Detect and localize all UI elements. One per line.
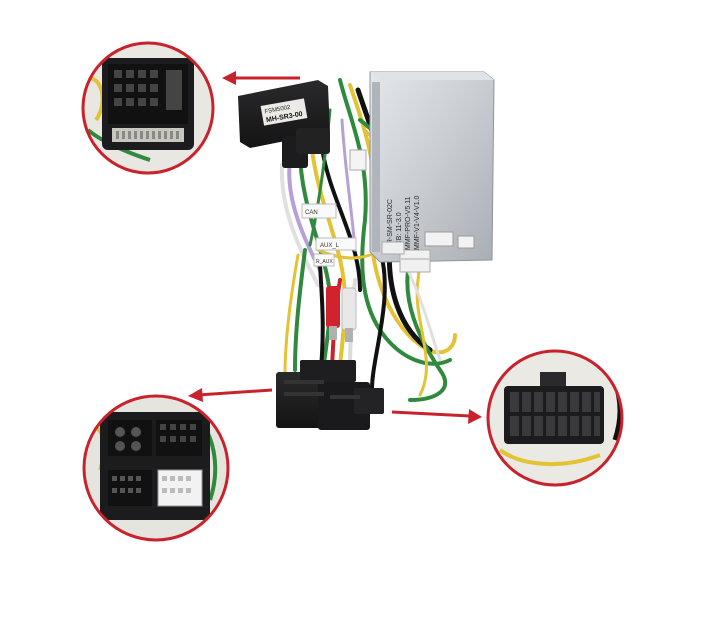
wire-tag-3: R_AUX (316, 259, 333, 265)
arrow-left-icon (188, 388, 273, 402)
zoom-circle-bottom-left (82, 394, 230, 542)
control-box-sticker-top: FSM5002 (264, 105, 291, 116)
module-label-line4: MMF-V1-V4-V1.0 (414, 195, 421, 250)
control-box: FSM5002 MH-SR3-00 (238, 80, 330, 168)
wire-tags: CAN AUX_L R_AUX (301, 149, 405, 267)
interface-module: MR-SM-SR-02C PCB: 11-3.0 MMF-PRO-V5.11 M… (369, 71, 495, 273)
zoom-circle-bottom-right (486, 349, 624, 487)
module-label-line2: PCB: 11-3.0 (396, 212, 403, 250)
wire-tag-2: AUX_L (320, 243, 340, 249)
module-label-line3: MMF-PRO-V5.11 (405, 196, 412, 250)
bottom-connectors (276, 360, 384, 430)
arrow-left-icon (222, 71, 300, 85)
rca-plugs (326, 286, 357, 342)
module-label-line1: MR-SM-SR-02C (387, 199, 394, 250)
wire-tag-1: CAN (305, 210, 318, 216)
zoom-circle-top-left (81, 41, 215, 175)
arrow-right-icon (391, 409, 482, 424)
